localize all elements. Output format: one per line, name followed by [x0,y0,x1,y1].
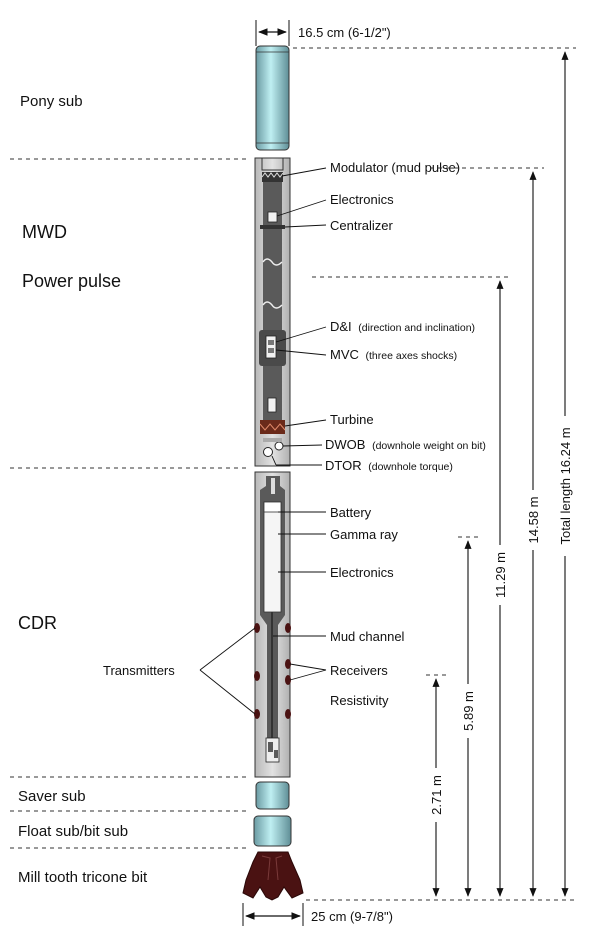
label-mvc-name: MVC [330,347,359,362]
label-di-note: (direction and inclination) [358,322,475,334]
label-receivers: Receivers [330,663,388,678]
label-di: D&I (direction and inclination) [330,319,475,334]
bottom-width-label: 25 cm (9-7/8") [311,909,393,924]
label-gamma-ray: Gamma ray [330,527,398,542]
label-2-71: 2.71 m [429,775,444,815]
label-modulator: Modulator (mud pulse) [330,160,460,175]
section-dividers [10,158,250,849]
leader-lines [199,167,327,715]
dim-5-89: 5.89 m [460,540,476,897]
label-5-89: 5.89 m [461,691,476,731]
section-power-pulse: Power pulse [22,271,121,291]
bottom-width-dimension: 25 cm (9-7/8") [242,903,393,926]
label-centralizer: Centralizer [330,218,394,233]
dim-total-length: Total length 16.24 m [557,51,573,897]
label-electronics-cdr: Electronics [330,565,394,580]
section-pony-sub: Pony sub [20,93,83,110]
dim-11-29: 11.29 m [492,280,508,897]
tricone-bit [242,851,304,901]
cdr-tool [254,471,291,778]
label-mud-channel: Mud channel [330,629,405,644]
label-total-length: Total length 16.24 m [558,427,573,544]
pony-sub [255,45,290,151]
label-di-name: D&I [330,319,352,334]
label-mvc-note: (three axes shocks) [366,350,458,362]
top-width-label: 16.5 cm (6-1/2") [298,25,391,40]
label-dtor: DTOR (downhole torque) [325,458,453,473]
label-dtor-note: (downhole torque) [368,461,453,473]
label-resistivity: Resistivity [330,693,389,708]
section-saver-sub: Saver sub [18,788,86,805]
label-dwob: DWOB (downhole weight on bit) [325,437,486,452]
label-battery: Battery [330,505,372,520]
saver-sub [255,781,290,810]
dimension-extension-lines [293,47,576,901]
label-dwob-name: DWOB [325,437,365,452]
label-dwob-note: (downhole weight on bit) [372,440,486,452]
section-float-sub: Float sub/bit sub [18,823,128,840]
label-transmitters: Transmitters [103,663,175,678]
label-mvc: MVC (three axes shocks) [330,347,457,362]
label-dtor-name: DTOR [325,458,362,473]
section-mwd: MWD [22,222,67,242]
section-cdr: CDR [18,613,57,633]
dim-14-58: 14.58 m [525,171,541,897]
label-11-29: 11.29 m [493,552,508,598]
section-bit: Mill tooth tricone bit [18,869,148,886]
label-electronics-mwd: Electronics [330,192,394,207]
top-width-dimension: 16.5 cm (6-1/2") [255,20,391,46]
label-turbine: Turbine [330,412,374,427]
dim-2-71: 2.71 m [428,678,444,897]
float-sub [253,815,292,847]
label-14-58: 14.58 m [526,497,541,544]
mwd-tool [254,157,291,467]
